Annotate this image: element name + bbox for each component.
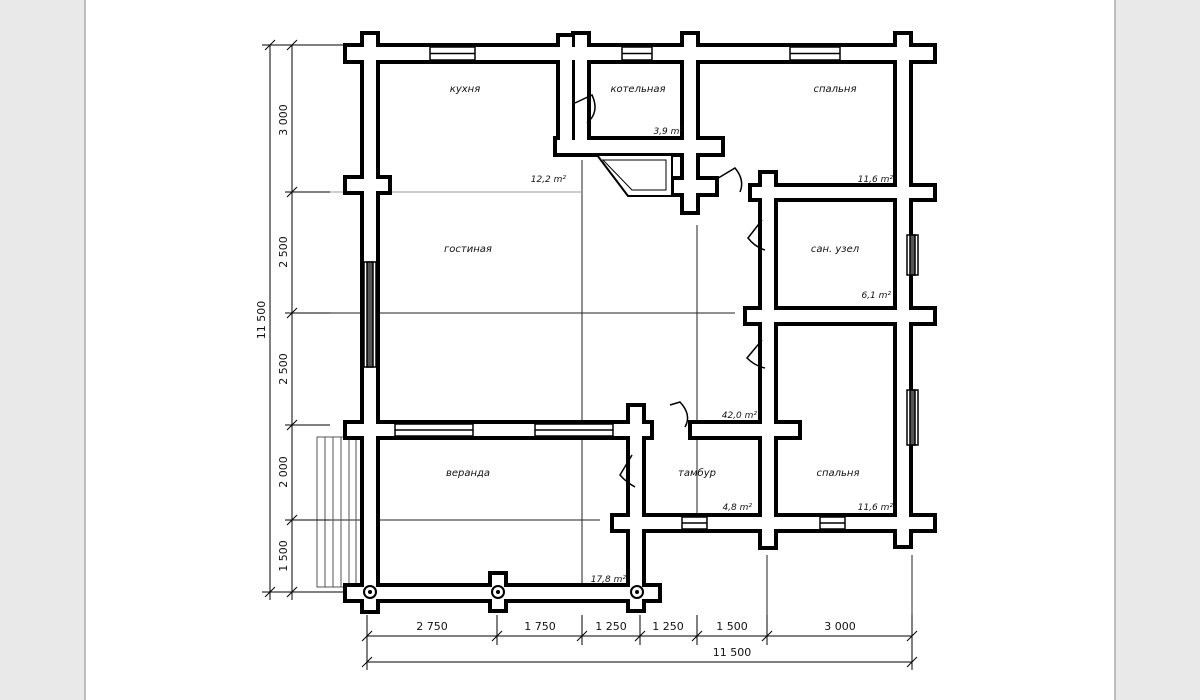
door-icon	[619, 454, 636, 488]
page-margin-left	[0, 0, 86, 700]
area-kitchen: 12,2 m²	[531, 175, 567, 185]
dim-left-1: 3 000	[277, 104, 290, 136]
page-margin-right	[1114, 0, 1200, 700]
area-veranda: 17,8 m²	[591, 575, 627, 585]
area-bedroom-1: 11,6 m²	[858, 175, 894, 185]
door-icon	[745, 339, 766, 369]
room-label-boiler: котельная	[610, 84, 665, 95]
room-label-veranda: веранда	[446, 468, 490, 479]
dim-bottom-2: 1 750	[524, 620, 556, 633]
dim-left-3: 2 500	[277, 353, 290, 385]
area-boiler: 3,9 m²	[653, 127, 683, 137]
room-label-kitchen: кухня	[450, 84, 480, 95]
room-label-bathroom: сан. узел	[811, 244, 860, 255]
door-icon	[669, 401, 689, 428]
room-label-living: гостиная	[444, 244, 492, 255]
dim-left-4: 2 000	[277, 456, 290, 488]
dim-bottom-1: 2 750	[416, 620, 448, 633]
dim-left-2: 2 500	[277, 236, 290, 268]
door-icon	[714, 167, 743, 193]
dimension-lines	[262, 39, 918, 670]
veranda-stairs	[316, 436, 363, 588]
door-icon	[747, 219, 766, 251]
dim-bottom-total: 11 500	[713, 646, 752, 659]
area-vestibule: 4,8 m²	[722, 503, 752, 513]
area-bathroom: 6,1 m²	[861, 291, 891, 301]
dim-bottom-4: 1 250	[652, 620, 684, 633]
windows	[363, 46, 919, 530]
dim-bottom-5: 1 500	[716, 620, 748, 633]
room-label-bedroom-1: спальня	[813, 84, 856, 95]
area-bedroom-2: 11,6 m²	[858, 503, 894, 513]
dim-bottom-3: 1 250	[595, 620, 627, 633]
dim-left-total: 11 500	[255, 301, 268, 340]
dim-bottom-6: 3 000	[824, 620, 856, 633]
doors	[574, 94, 766, 488]
area-living: 42,0 m²	[722, 411, 758, 421]
room-label-vestibule: тамбур	[678, 467, 716, 479]
room-label-bedroom-2: спальня	[816, 468, 859, 479]
veranda-posts	[363, 585, 644, 599]
dim-left-5: 1 500	[277, 540, 290, 572]
stove-icon	[594, 154, 673, 197]
door-icon	[574, 94, 596, 124]
